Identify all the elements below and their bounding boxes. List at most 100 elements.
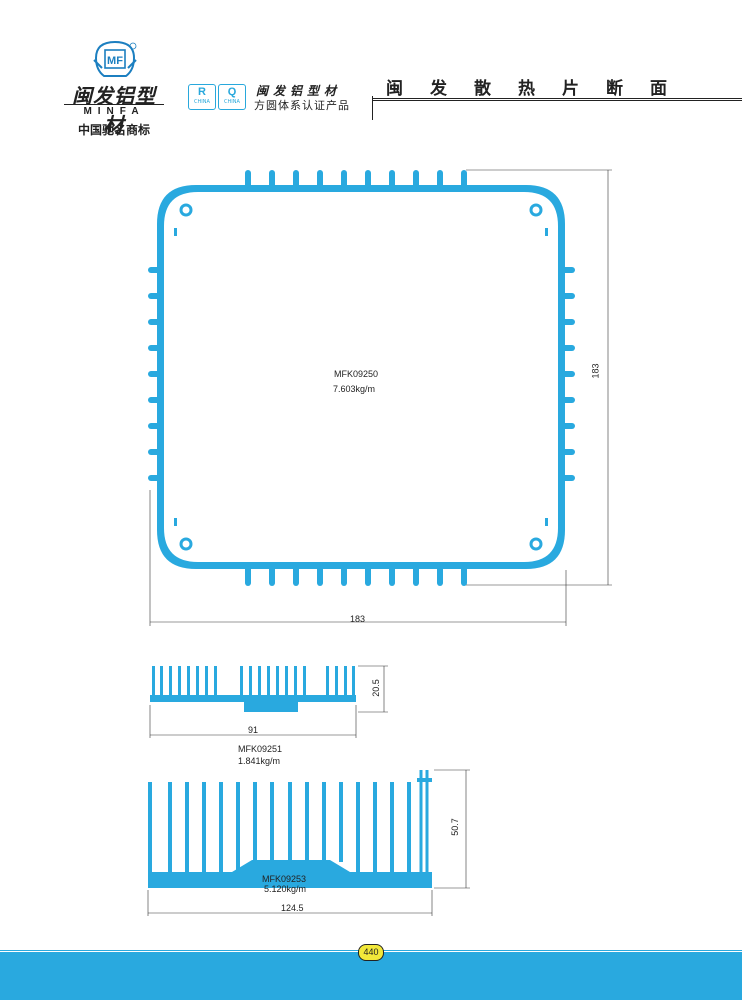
profile-code: MFK09253 — [262, 874, 307, 884]
fin — [294, 666, 297, 696]
dimension-width: 183 — [350, 614, 366, 624]
fin — [365, 170, 371, 188]
fin — [562, 319, 575, 325]
fin — [253, 782, 257, 862]
fin — [335, 666, 338, 696]
fin — [303, 666, 306, 696]
fin — [352, 666, 355, 696]
cert-brand: 闽发铝型材 — [256, 84, 342, 98]
profile-mfk09251-shape — [150, 666, 356, 712]
dimension-height: 183 — [590, 363, 601, 379]
fin — [562, 293, 575, 299]
fin — [326, 666, 329, 696]
fin — [148, 267, 160, 273]
fin — [269, 566, 275, 586]
dimension-width: 91 — [248, 725, 259, 735]
fin — [341, 170, 347, 188]
fin — [240, 666, 243, 696]
cert-text: 方圆体系认证产品 — [254, 99, 350, 112]
title-rule — [372, 98, 742, 99]
fin — [249, 666, 252, 696]
fin — [236, 782, 240, 873]
fin — [196, 666, 199, 696]
dimension-height: 50.7 — [449, 818, 460, 836]
fin — [148, 475, 160, 481]
fin — [245, 170, 251, 188]
page-header: MF 闽发铝型材 MINFA 中国驰名商标 R CHINA Q CHINA 闽发… — [0, 0, 742, 140]
page-title: 闽发散热片断面 — [386, 79, 694, 99]
cert-q-letter: Q — [227, 86, 237, 98]
dimension-width: 124.5 — [281, 903, 304, 913]
fin — [562, 371, 575, 377]
fin — [562, 475, 575, 481]
fin — [413, 566, 419, 586]
fin — [185, 782, 189, 873]
fin — [562, 267, 575, 273]
profile-mfk09251-dimensions — [149, 665, 388, 738]
fin — [148, 319, 160, 325]
logo-letters: MF — [107, 55, 123, 67]
fin — [169, 666, 172, 696]
fin — [344, 666, 347, 696]
brand-name-en: MINFA — [83, 106, 145, 117]
fin — [267, 666, 270, 696]
fin — [152, 666, 155, 696]
fin — [562, 449, 575, 455]
fin — [317, 170, 323, 188]
page-number: 440 — [358, 944, 384, 961]
profile-mfk09253-dimensions — [147, 769, 470, 916]
profile-mfk09250-dimensions — [149, 169, 612, 626]
cert-q-badge: Q CHINA — [218, 84, 246, 110]
fin — [365, 566, 371, 586]
fin — [389, 566, 395, 586]
fin — [317, 566, 323, 586]
profile-weight: 5.120kg/m — [264, 884, 307, 894]
fin — [461, 566, 467, 586]
fin — [202, 782, 206, 873]
minfa-logo-icon: MF — [93, 40, 137, 77]
fin — [339, 782, 343, 862]
fin — [389, 170, 395, 188]
fin — [219, 782, 223, 873]
cert-r-badge: R CHINA — [188, 84, 216, 110]
fin — [148, 449, 160, 455]
cert-r-sub: CHINA — [194, 99, 210, 105]
fin — [322, 782, 326, 862]
fin — [148, 397, 160, 403]
fin — [305, 782, 309, 862]
fin — [293, 566, 299, 586]
fin — [407, 782, 411, 873]
fin — [205, 666, 208, 696]
fin — [269, 170, 275, 188]
fin — [245, 566, 251, 586]
profile-mfk09253-shape — [148, 770, 432, 888]
fin — [148, 293, 160, 299]
profile-weight: 1.841kg/m — [238, 756, 281, 766]
dimension-height: 20.5 — [370, 679, 381, 697]
fin — [341, 566, 347, 586]
fin — [437, 566, 443, 586]
brand-divider — [64, 104, 164, 105]
fin — [293, 170, 299, 188]
fin — [562, 345, 575, 351]
fin — [562, 397, 575, 403]
profile-code: MFK09250 — [334, 369, 379, 379]
fin — [148, 423, 160, 429]
title-rule-2 — [372, 100, 742, 101]
fin — [373, 782, 377, 873]
fin — [148, 345, 160, 351]
fin — [168, 782, 172, 873]
cert-q-sub: CHINA — [224, 99, 240, 105]
fin — [214, 666, 217, 696]
fin — [288, 782, 292, 862]
fin — [437, 170, 443, 188]
fin — [148, 782, 152, 873]
fin — [148, 371, 160, 377]
brand-tagline: 中国驰名商标 — [77, 123, 150, 137]
fin — [160, 666, 163, 696]
fin — [390, 782, 394, 873]
fin — [356, 782, 360, 873]
profile-mfk09250-shape — [148, 170, 575, 586]
fin — [562, 423, 575, 429]
